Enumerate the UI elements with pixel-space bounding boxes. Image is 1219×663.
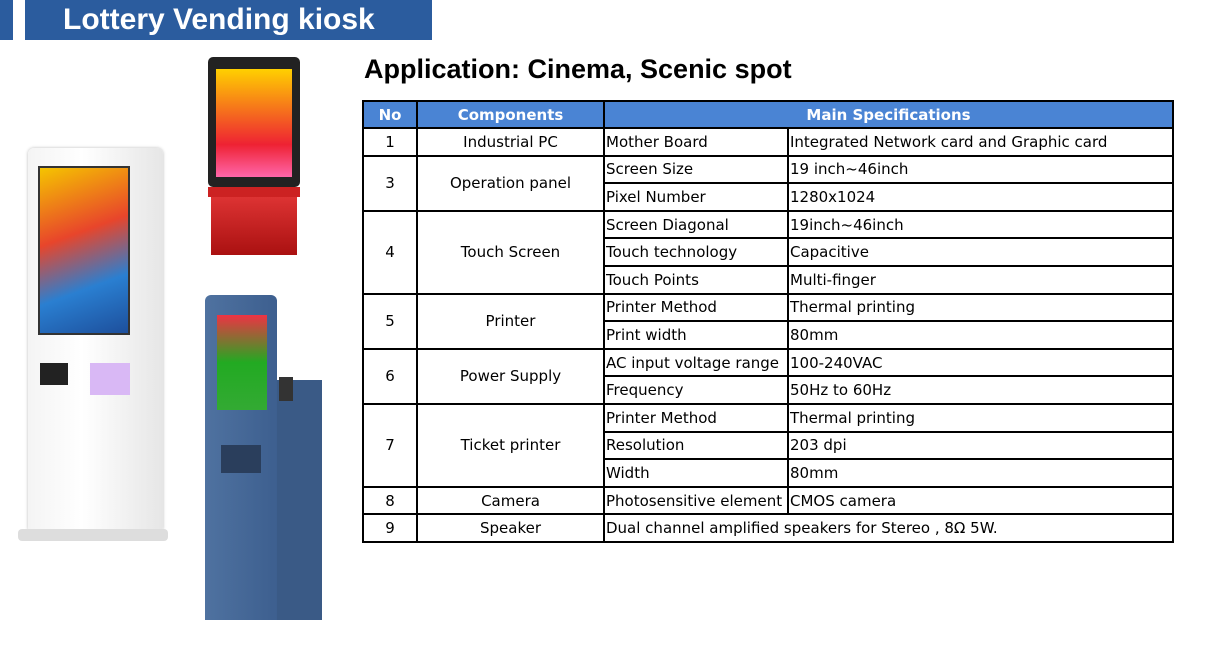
spec-value: Multi-finger	[787, 264, 1174, 295]
spec-name: Print width	[603, 320, 789, 350]
row-number: 7	[362, 402, 418, 488]
banner-accent	[0, 0, 13, 40]
spec-value: Capacitive	[787, 237, 1174, 267]
component-name: Camera	[416, 485, 605, 516]
row-number: 3	[362, 154, 418, 212]
header-main-specifications: Main Specifications	[603, 100, 1174, 129]
white-kiosk-image	[18, 148, 168, 541]
row-number: 6	[362, 347, 418, 405]
blue-kiosk-image	[205, 295, 323, 625]
component-name: Power Supply	[416, 347, 605, 405]
spec-value: 203 dpi	[787, 430, 1174, 461]
row-number: 4	[362, 209, 418, 295]
spec-value: 80mm	[787, 458, 1174, 488]
tabletop-kiosk-image	[208, 57, 300, 257]
spec-name: Mother Board	[603, 127, 789, 157]
table-header-row: No Components Main Specifications	[362, 100, 1174, 129]
row-number: 9	[362, 513, 418, 543]
spec-value: Thermal printing	[787, 402, 1174, 433]
spec-value: 100-240VAC	[787, 347, 1174, 378]
row-number: 8	[362, 485, 418, 516]
spec-value: 19inch~46inch	[787, 209, 1174, 240]
component-name: Speaker	[416, 513, 605, 543]
component-name: Ticket printer	[416, 402, 605, 488]
spec-name: Touch technology	[603, 237, 789, 267]
spec-value: 80mm	[787, 320, 1174, 350]
component-name: Touch Screen	[416, 209, 605, 295]
spec-value: Dual channel amplified speakers for Ster…	[603, 513, 1174, 543]
application-heading: Application: Cinema, Scenic spot	[364, 54, 792, 84]
spec-name: Printer Method	[603, 292, 789, 323]
spec-value: Integrated Network card and Graphic card	[787, 127, 1174, 157]
spec-name: Resolution	[603, 430, 789, 461]
spec-name: Width	[603, 458, 789, 488]
spec-name: Printer Method	[603, 402, 789, 433]
header-no: No	[362, 100, 418, 129]
component-name: Industrial PC	[416, 127, 605, 157]
spec-value: CMOS camera	[787, 485, 1174, 516]
component-name: Operation panel	[416, 154, 605, 212]
component-name: Printer	[416, 292, 605, 350]
spec-value: 1280x1024	[787, 182, 1174, 212]
spec-name: Pixel Number	[603, 182, 789, 212]
spec-name: Screen Diagonal	[603, 209, 789, 240]
spec-name: Frequency	[603, 375, 789, 405]
spec-value: 50Hz to 60Hz	[787, 375, 1174, 405]
spec-name: Touch Points	[603, 264, 789, 295]
row-number: 1	[362, 127, 418, 157]
row-number: 5	[362, 292, 418, 350]
spec-name: Screen Size	[603, 154, 789, 185]
spec-name: AC input voltage range	[603, 347, 789, 378]
spec-value: 19 inch~46inch	[787, 154, 1174, 185]
page-title: Lottery Vending kiosk	[25, 0, 432, 40]
spec-name: Photosensitive element	[603, 485, 789, 516]
header-components: Components	[416, 100, 605, 129]
spec-value: Thermal printing	[787, 292, 1174, 323]
